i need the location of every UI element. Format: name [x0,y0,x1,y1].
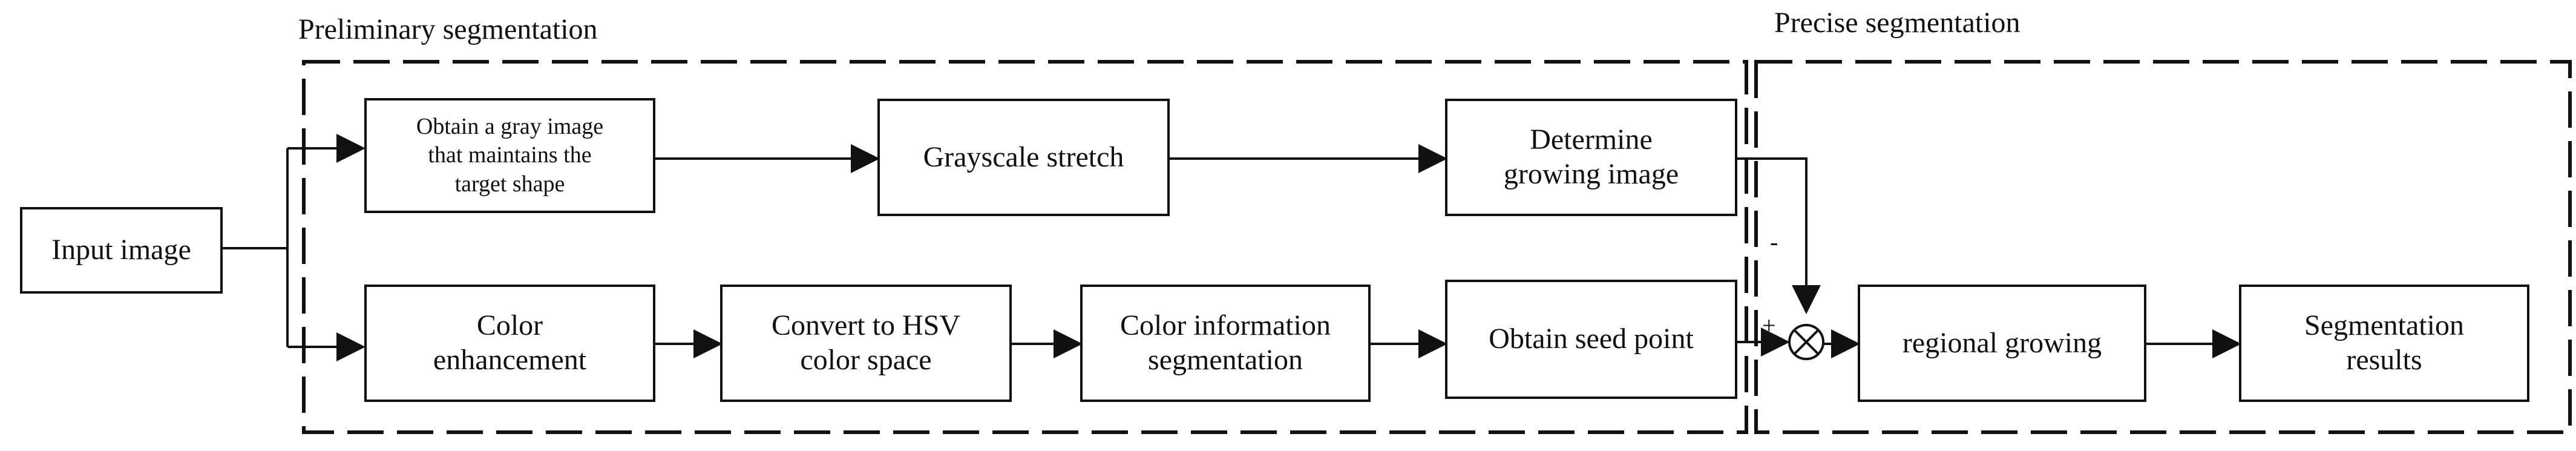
color-information-segmentation-box: Color information segmentation [1080,285,1371,402]
arrow-growing-image-to-junction [1737,157,1821,314]
regional-growing-label: regional growing [1902,326,2102,359]
color-enhancement-label: Color enhancement [433,309,587,376]
color-enhancement-box: Color enhancement [364,285,655,402]
preliminary-segmentation-label: Preliminary segmentation [298,13,598,45]
determine-growing-image-label: Determine growing image [1503,123,1679,190]
input-image-box: Input image [20,207,223,294]
determine-growing-image-box: Determine growing image [1445,99,1737,216]
precise-segmentation-region [1754,60,2572,434]
regional-growing-box: regional growing [1858,285,2146,402]
precise-segmentation-label: Precise segmentation [1774,7,2020,39]
obtain-seed-point-box: Obtain seed point [1445,280,1737,399]
convert-hsv-label: Convert to HSV color space [772,309,960,376]
grayscale-stretch-box: Grayscale stretch [877,99,1170,216]
plus-sign: + [1762,312,1776,339]
minus-sign: - [1770,228,1778,255]
segmentation-results-box: Segmentation results [2239,285,2529,402]
segmentation-results-label: Segmentation results [2304,309,2464,376]
input-branch-line [223,148,289,347]
obtain-seed-point-label: Obtain seed point [1489,323,1694,355]
grayscale-stretch-label: Grayscale stretch [923,140,1124,173]
gray-image-label: Obtain a gray image that maintains the t… [416,113,604,197]
preliminary-segmentation-region [302,60,1748,434]
summing-junction-cross-b [1793,329,1820,355]
color-information-segmentation-label: Color information segmentation [1120,309,1331,376]
convert-hsv-box: Convert to HSV color space [720,285,1012,402]
gray-image-box: Obtain a gray image that maintains the t… [364,98,655,213]
input-image-label: Input image [51,234,191,266]
